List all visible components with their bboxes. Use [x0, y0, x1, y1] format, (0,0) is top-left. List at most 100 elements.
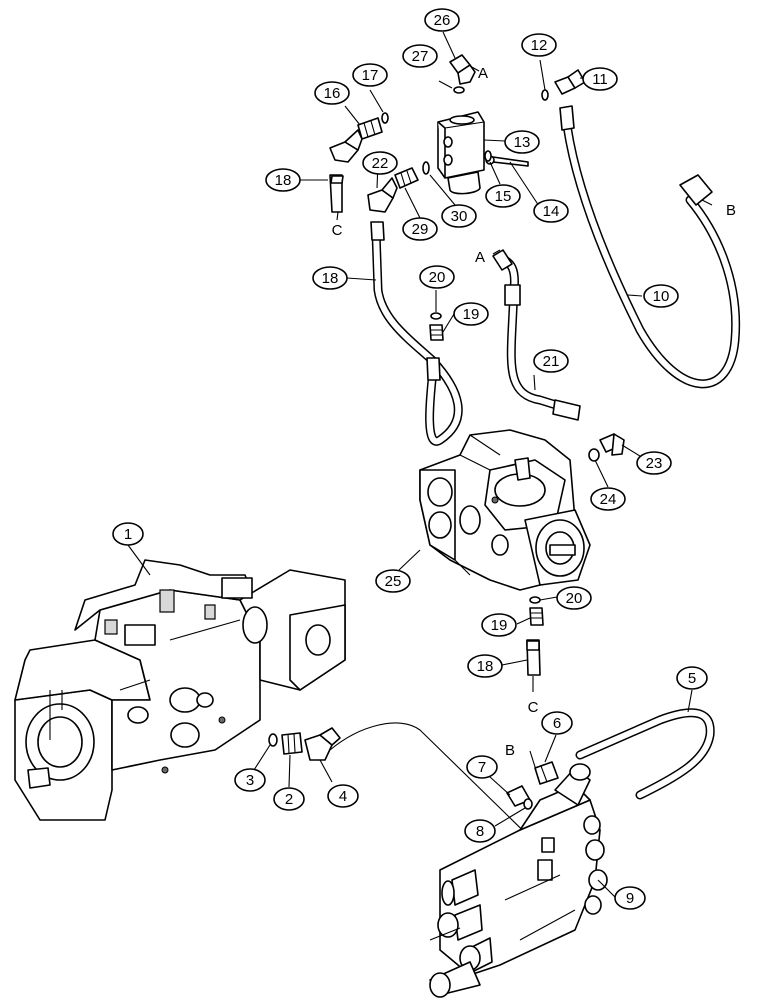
tube-ends-18: [370, 221, 441, 381]
connection-letter-c-bottom: C: [528, 699, 539, 716]
elbow-6: [534, 761, 559, 785]
callout-8: 8: [464, 819, 496, 843]
oring-24: [588, 448, 600, 462]
callout-2: 2: [273, 787, 305, 811]
elbow-7: [506, 785, 533, 810]
svg-text:20: 20: [429, 269, 446, 286]
svg-text:15: 15: [495, 188, 512, 205]
callout-18c: 18: [467, 654, 503, 678]
connection-letter-a-hose: A: [475, 249, 485, 266]
svg-text:23: 23: [646, 455, 663, 472]
callout-24: 24: [590, 487, 626, 511]
svg-text:5: 5: [688, 670, 696, 687]
svg-text:1: 1: [124, 526, 132, 543]
callout-30: 30: [441, 204, 477, 228]
callout-5: 5: [676, 666, 708, 690]
callout-3: 3: [234, 768, 266, 792]
svg-text:18: 18: [275, 172, 292, 189]
elbow-4: [304, 727, 341, 761]
callout-7: 7: [466, 755, 498, 779]
callout-27: 27: [402, 44, 438, 68]
gear-pump-25: [419, 429, 591, 591]
callout-26: 26: [424, 8, 460, 32]
svg-text:22: 22: [372, 155, 389, 172]
svg-text:12: 12: [531, 37, 548, 54]
callout-20a: 20: [419, 265, 455, 289]
svg-text:2: 2: [285, 791, 293, 808]
washer-15: [484, 150, 492, 162]
svg-text:4: 4: [339, 788, 347, 805]
hose-end-10: [559, 105, 713, 206]
callout-19b: 19: [481, 613, 517, 637]
svg-text:20: 20: [566, 590, 583, 607]
svg-text:17: 17: [362, 67, 379, 84]
hose-21: [495, 253, 577, 415]
svg-text:3: 3: [246, 772, 254, 789]
callout-4: 4: [327, 784, 359, 808]
svg-text:27: 27: [412, 48, 429, 65]
callout-19a: 19: [453, 302, 489, 326]
callout-12: 12: [521, 33, 557, 57]
svg-text:25: 25: [385, 573, 402, 590]
callout-6: 6: [541, 711, 573, 735]
oring-20-upper: [430, 312, 442, 320]
control-valve: [429, 763, 608, 998]
svg-text:13: 13: [514, 134, 531, 151]
callout-21: 21: [533, 349, 569, 373]
connection-letter-b-valve: B: [505, 742, 515, 759]
hose-18-upper: [371, 227, 463, 446]
connection-letter-c-top: C: [332, 222, 343, 239]
fitting-29: [394, 167, 419, 189]
hose-5: [575, 708, 715, 800]
elbow-23: [599, 433, 625, 456]
svg-text:18: 18: [477, 658, 494, 675]
bolt-14: [485, 155, 529, 167]
callout-10: 10: [643, 284, 679, 308]
elbow-16: [329, 129, 363, 163]
fitting-19-upper: [429, 324, 444, 341]
svg-text:21: 21: [543, 353, 560, 370]
hose-10: [562, 120, 741, 389]
oring-3: [268, 733, 278, 747]
callout-13: 13: [504, 130, 540, 154]
callout-16: 16: [314, 81, 350, 105]
svg-text:6: 6: [553, 715, 561, 732]
callout-15: 15: [485, 184, 521, 208]
hose-ends-21: [492, 249, 581, 421]
oring-20-lower: [529, 596, 541, 604]
callout-1: 1: [112, 522, 144, 546]
tandem-pump: [14, 559, 346, 821]
svg-text:26: 26: [434, 12, 451, 29]
svg-text:9: 9: [626, 890, 634, 907]
svg-text:19: 19: [463, 306, 480, 323]
callout-14: 14: [533, 199, 569, 223]
callout-18a: 18: [265, 168, 301, 192]
callout-18b: 18: [312, 266, 348, 290]
callout-20b: 20: [556, 586, 592, 610]
svg-text:7: 7: [478, 759, 486, 776]
svg-text:8: 8: [476, 823, 484, 840]
svg-text:11: 11: [592, 71, 608, 88]
svg-text:14: 14: [543, 203, 560, 220]
callout-22: 22: [362, 151, 398, 175]
oring-12: [541, 89, 549, 101]
connection-letter-b-hose: B: [726, 202, 736, 219]
oring-27: [453, 86, 465, 94]
connection-letter-a-top: A: [478, 65, 488, 82]
svg-text:30: 30: [451, 208, 468, 225]
leader-lines: [127, 31, 713, 898]
oring-17: [381, 112, 389, 124]
svg-text:10: 10: [653, 288, 670, 305]
callout-29: 29: [402, 217, 438, 241]
callout-25: 25: [375, 569, 411, 593]
callout-11: 11: [582, 67, 618, 91]
svg-text:18: 18: [322, 270, 339, 287]
tube-18-c-upper: [329, 174, 344, 213]
tube-4-to-9: [329, 722, 549, 856]
fitting-2: [281, 732, 303, 755]
svg-text:16: 16: [324, 85, 341, 102]
callout-17: 17: [352, 63, 388, 87]
elbow-11: [554, 69, 586, 95]
oring-30: [422, 161, 430, 175]
